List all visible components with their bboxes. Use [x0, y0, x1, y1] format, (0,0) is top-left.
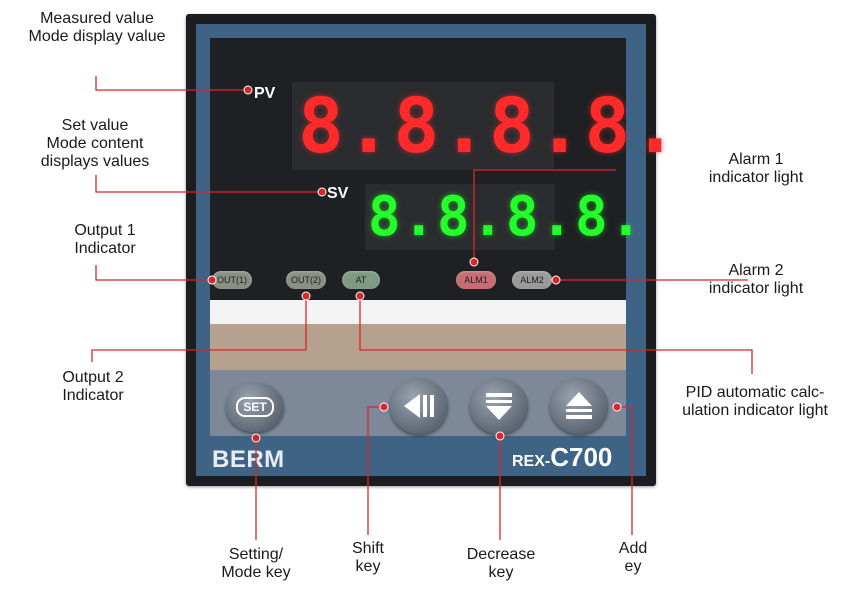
decrease-key[interactable] [470, 378, 528, 434]
pv-display-window [292, 82, 554, 170]
callout-pv-line2: Mode display value [28, 28, 166, 45]
callout-alm1-line1: Alarm 1 [728, 151, 784, 168]
sv-tag: SV [327, 185, 349, 202]
dot-at [355, 291, 365, 301]
sv-display-window [365, 184, 555, 250]
dot-sv [317, 187, 327, 197]
leader-pv [95, 76, 246, 91]
alm2-indicator: ALM2 [512, 271, 552, 289]
callout-dec-line2: key [488, 564, 514, 581]
brand-logo: BERM [212, 446, 285, 473]
callout-alarm1: Alarm 1 indicator light [686, 151, 826, 187]
callout-pid-line1: PID automatic calc- [685, 384, 825, 401]
callout-alm1-line2: indicator light [708, 169, 804, 186]
leader-add [617, 406, 633, 535]
dot-add [612, 402, 622, 412]
alm1-indicator: ALM1 [456, 271, 496, 289]
callout-pv-line1: Measured value [40, 10, 154, 27]
leader-out1 [95, 265, 210, 281]
add-key[interactable] [550, 378, 608, 434]
callout-alarm2: Alarm 2 indicator light [686, 262, 826, 298]
callout-out1-line2: Indicator [74, 240, 136, 257]
callout-set-line2: Mode key [221, 564, 291, 581]
callout-alm2-line1: Alarm 2 [728, 262, 784, 279]
white-stripe [210, 300, 626, 324]
dot-decrease [495, 431, 505, 441]
callout-sv-line3: displays values [40, 153, 150, 170]
model-number: REX-C700 [512, 442, 612, 473]
dot-shift [379, 402, 389, 412]
pv-tag: PV [254, 85, 276, 102]
callout-set-value: Set value Mode content displays values [12, 117, 178, 171]
leader-out2 [91, 296, 307, 362]
dot-alm1 [469, 257, 479, 267]
dot-alm2 [551, 275, 561, 285]
shift-left-icon [404, 394, 434, 418]
callout-sv-line1: Set value [61, 117, 129, 134]
model-code: C700 [550, 442, 613, 472]
callout-out2-line1: Output 2 [62, 369, 124, 386]
dot-set [251, 433, 261, 443]
leader-sv [95, 175, 320, 193]
callout-measured-value: Measured value Mode display value [4, 10, 190, 46]
callout-sv-line2: Mode content [46, 135, 144, 152]
out2-indicator: OUT(2) [286, 271, 326, 289]
model-prefix: REX- [512, 453, 551, 470]
callout-shift-key: Shift key [330, 540, 406, 576]
dot-out1 [207, 275, 217, 285]
callout-pid-indicator: PID automatic calc- ulation indicator li… [660, 384, 850, 420]
tan-stripe [210, 324, 626, 370]
callout-set-line1: Setting/ [228, 546, 284, 563]
set-mode-key[interactable]: SET [226, 382, 284, 432]
leader-alm1 [473, 169, 616, 262]
dot-pv [243, 85, 253, 95]
callout-add-line2: ey [624, 558, 642, 575]
callout-output1: Output 1 Indicator [40, 222, 170, 258]
callout-shift-line1: Shift [351, 540, 384, 557]
leader-shift [367, 406, 384, 535]
callout-add-key: Add ey [600, 540, 666, 576]
dot-out2 [301, 291, 311, 301]
callout-out2-line2: Indicator [62, 387, 124, 404]
callout-add-line1: Add [618, 540, 648, 557]
callout-pid-line2: ulation indicator light [682, 402, 828, 419]
at-indicator: AT [342, 271, 380, 289]
callout-setting-key: Setting/ Mode key [196, 546, 316, 582]
shift-key[interactable] [390, 378, 448, 434]
callout-alm2-line2: indicator light [708, 280, 804, 297]
leader-at [359, 296, 753, 374]
set-key-label: SET [236, 397, 274, 417]
down-arrow-icon [486, 393, 512, 420]
up-arrow-icon [566, 392, 592, 419]
callout-shift-line2: key [355, 558, 381, 575]
callout-output2: Output 2 Indicator [28, 369, 158, 405]
callout-decrease-key: Decrease key [446, 546, 556, 582]
callout-out1-line1: Output 1 [74, 222, 136, 239]
callout-dec-line1: Decrease [466, 546, 536, 563]
out1-indicator: OUT(1) [212, 271, 252, 289]
